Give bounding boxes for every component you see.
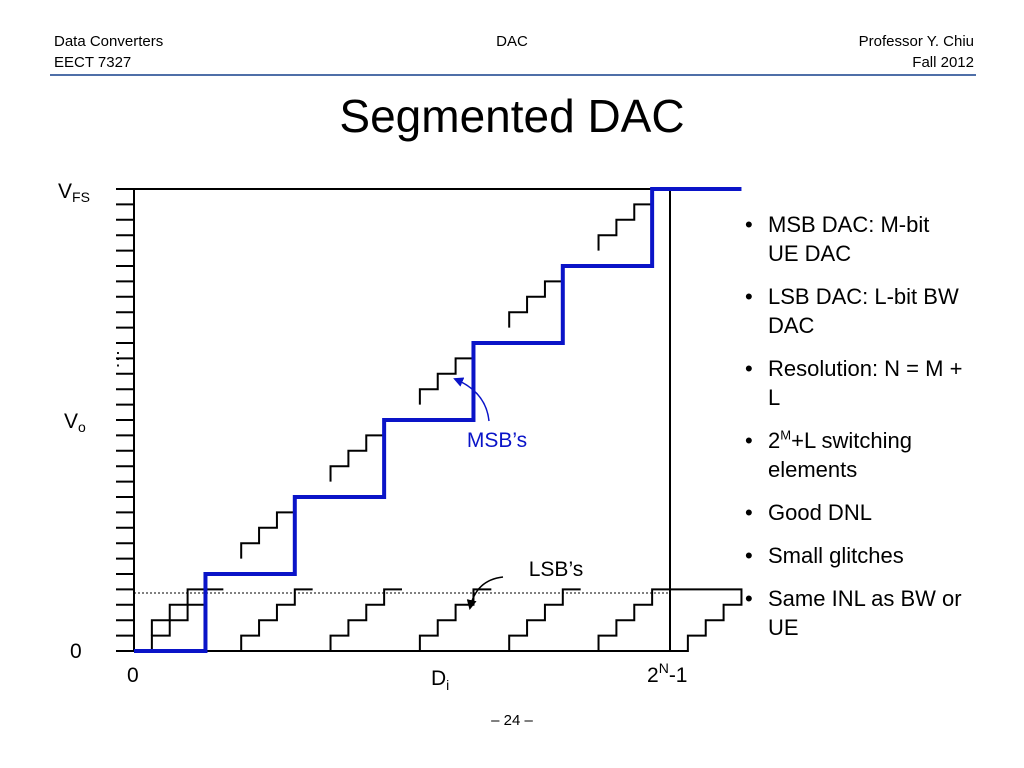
bullet-item: • Same INL as BW or UE <box>745 584 965 642</box>
bullet-text: Good DNL <box>768 500 872 525</box>
x-end-tail: -1 <box>669 664 688 687</box>
y-output-label: Vo <box>64 410 86 435</box>
fine-staircase-segment <box>329 419 402 482</box>
y-fullscale-sub: FS <box>72 189 90 205</box>
bullet-pre: 2 <box>768 428 781 453</box>
bullet-item: • Small glitches <box>745 541 965 570</box>
slide-title: Segmented DAC <box>339 90 685 142</box>
lsb-staircase <box>402 588 492 652</box>
fine-staircase-segment <box>240 496 313 559</box>
y-fullscale-label: VFS <box>58 180 90 205</box>
y-output-sub: o <box>78 419 86 435</box>
x-axis-sub: i <box>446 677 449 693</box>
bullet-dot-icon: • <box>745 356 753 381</box>
x-end-label: 2N-1 <box>647 660 688 687</box>
y-ellipsis: ⋮ <box>109 349 127 369</box>
lsb-staircase <box>670 588 743 652</box>
lsb-arrow <box>466 576 504 610</box>
y-axis-ticks <box>116 188 134 652</box>
bullet-item: • 2M+L switching elements <box>745 426 965 484</box>
x-zero-label: 0 <box>127 664 139 687</box>
lsb-staircase <box>312 588 402 652</box>
bullet-text: Same INL as BW or UE <box>768 586 962 640</box>
y-zero-label: 0 <box>70 640 82 663</box>
bullet-dot-icon: • <box>745 212 753 237</box>
course-code: EECT 7327 <box>54 54 132 71</box>
course-name: Data Converters <box>54 33 164 50</box>
bullet-sup: M <box>780 427 792 443</box>
fine-staircase-segment <box>597 188 670 251</box>
bullet-dot-icon: • <box>745 428 753 453</box>
bullet-text: LSB DAC: L-bit BW DAC <box>768 284 959 338</box>
bullet-item: • MSB DAC: M-bit UE DAC <box>745 210 965 268</box>
bullet-text: MSB DAC: M-bit UE DAC <box>768 212 930 266</box>
bullet-item: • Good DNL <box>745 498 965 527</box>
fine-staircase-group <box>150 188 670 636</box>
y-fullscale-main: V <box>58 180 72 203</box>
fine-staircase-segment <box>508 265 581 328</box>
lsb-staircase <box>580 588 670 652</box>
msb-label: MSB’s <box>467 429 527 452</box>
x-axis-main: D <box>431 667 446 690</box>
lsb-staircase-group <box>134 588 743 652</box>
header-topic: DAC <box>496 33 528 50</box>
fine-staircase-segment <box>150 573 224 636</box>
instructor-name: Professor Y. Chiu <box>858 33 974 50</box>
fine-staircase-segment <box>418 342 492 405</box>
header-divider <box>50 74 976 76</box>
msb-staircase <box>134 187 742 653</box>
bullet-dot-icon: • <box>745 543 753 568</box>
x-end-sup: N <box>659 660 669 676</box>
feature-bullet-list: • MSB DAC: M-bit UE DAC • LSB DAC: L-bit B… <box>745 210 965 656</box>
header-right: Professor Y. Chiu Fall 2012 <box>859 31 974 73</box>
lsb-label: LSB’s <box>529 558 583 581</box>
bullet-post: +L switching elements <box>768 428 912 482</box>
msb-arrow <box>453 377 490 422</box>
x-axis-label: Di <box>431 667 449 693</box>
lsb-staircase <box>491 588 581 652</box>
page-number: – 24 – <box>491 712 533 729</box>
y-output-main: V <box>64 410 78 433</box>
lsb-staircase <box>223 588 313 652</box>
bullet-dot-icon: • <box>745 284 753 309</box>
bullet-text: Resolution: N = M + L <box>768 356 963 410</box>
header-left: Data Converters EECT 7327 <box>54 31 163 73</box>
x-end-base: 2 <box>647 664 659 687</box>
term: Fall 2012 <box>912 54 974 71</box>
lsb-staircase <box>134 588 224 652</box>
bullet-text: Small glitches <box>768 543 904 568</box>
bullet-item: • Resolution: N = M + L <box>745 354 965 412</box>
bullet-dot-icon: • <box>745 586 753 611</box>
bullet-dot-icon: • <box>745 500 753 525</box>
bullet-item: • LSB DAC: L-bit BW DAC <box>745 282 965 340</box>
